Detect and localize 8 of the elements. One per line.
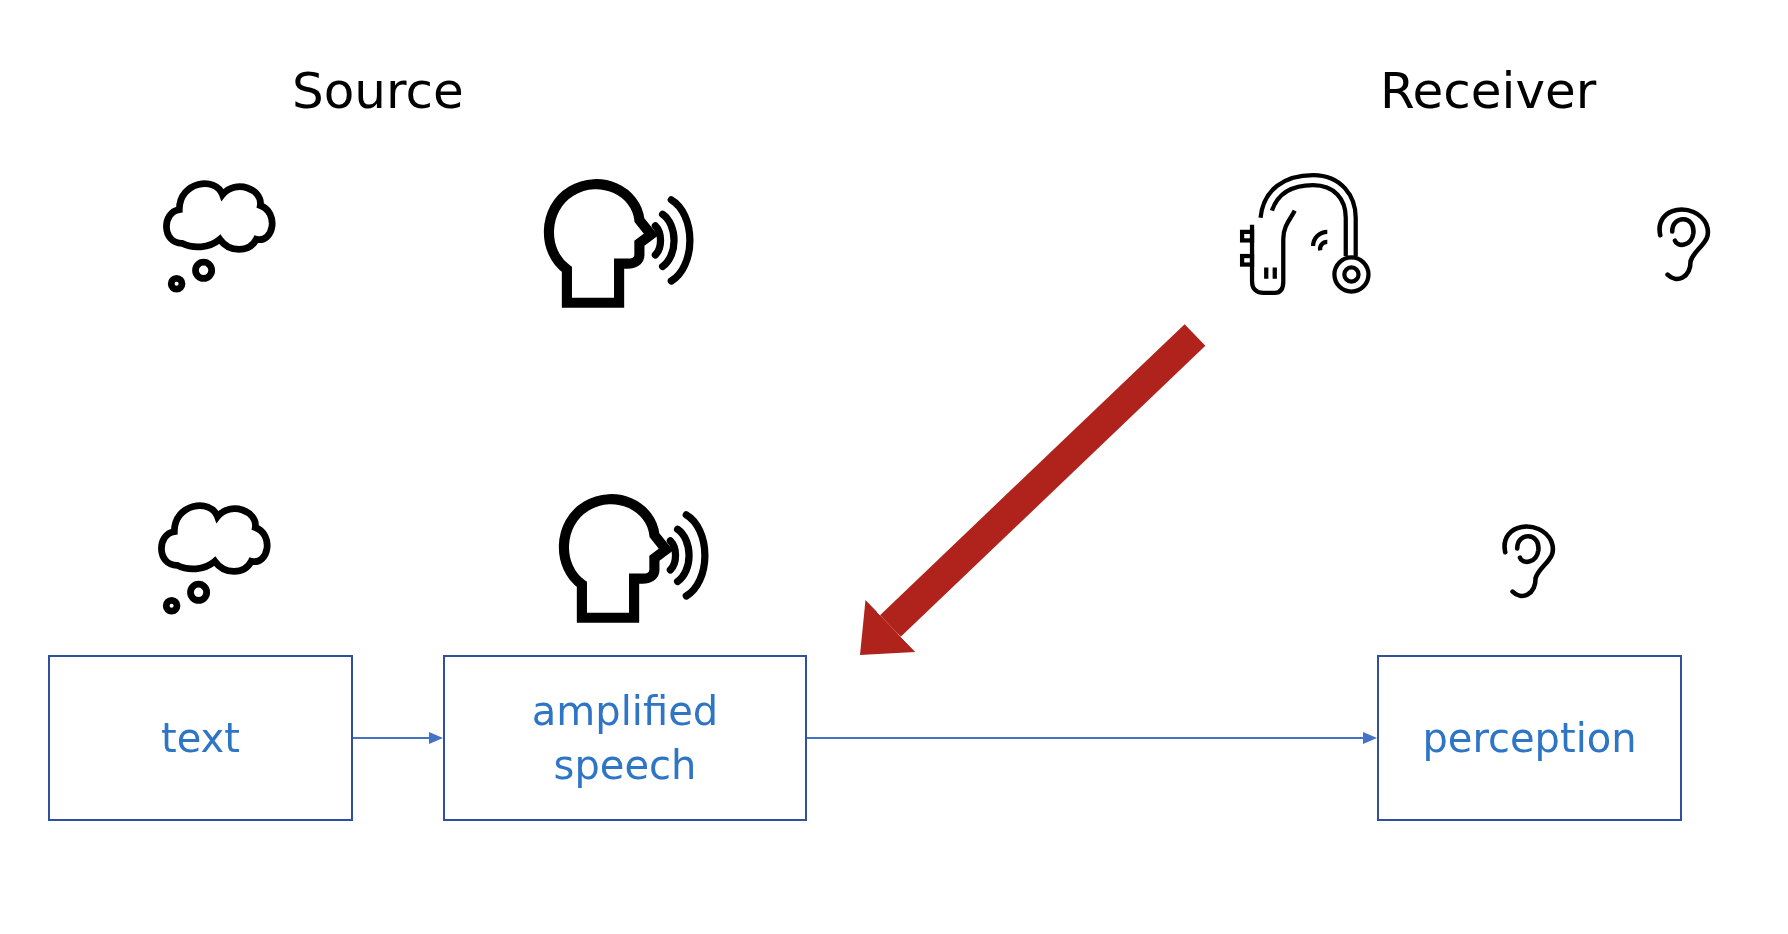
process-box: text [48,655,353,821]
section-heading: Source [292,62,464,120]
section-heading: Receiver [1380,62,1597,120]
arrow [806,732,1377,744]
process-box: amplified speech [443,655,807,821]
process-box: perception [1377,655,1682,821]
arrow [860,324,1206,655]
arrow [352,732,443,744]
